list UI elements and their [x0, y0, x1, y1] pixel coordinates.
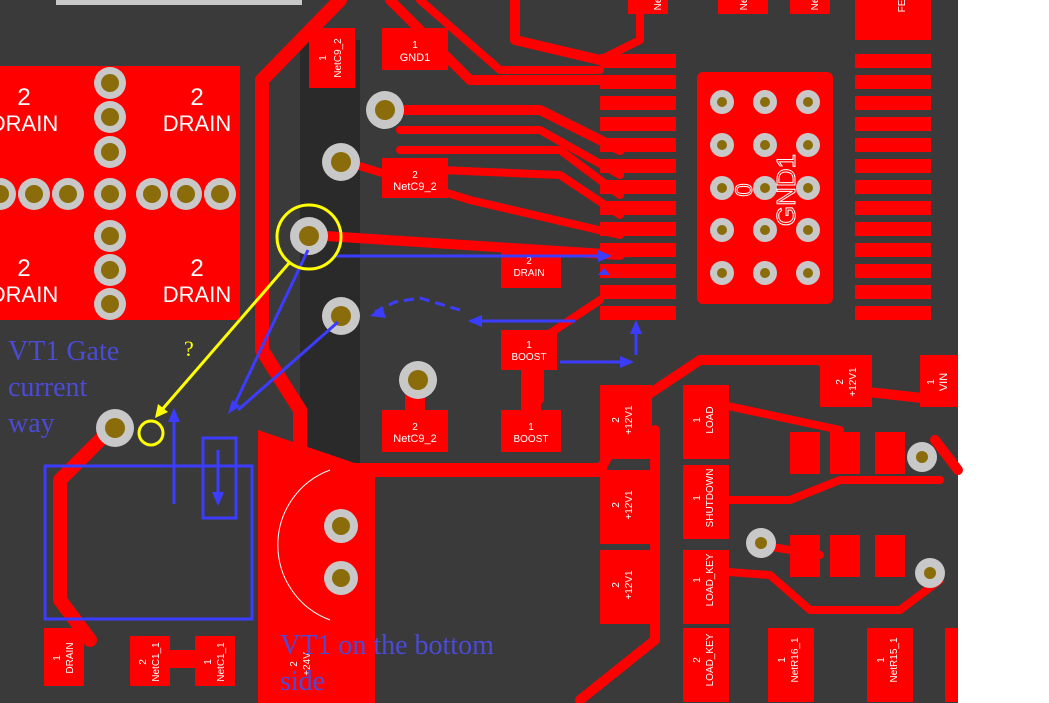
yellow-annotations	[137, 203, 343, 447]
blue-annotations	[43, 249, 638, 621]
top-ne-2: Ne	[739, 0, 750, 10]
drain-small-label: DRAIN	[513, 268, 544, 279]
v24-label: +24V	[302, 652, 313, 676]
loadkey2-label: LOAD_KEY	[705, 633, 716, 686]
top-ne-1: Ne	[653, 0, 664, 10]
gnd1-num: 1	[412, 40, 418, 51]
v12a-label: +12V1	[624, 405, 635, 435]
boost1-num: 1	[526, 340, 532, 351]
boost2-num: 1	[528, 422, 534, 433]
pcb-labels: 2 DRAIN 2 DRAIN 2 DRAIN 2 DRAIN 1 NetC9_…	[0, 0, 950, 686]
v24-num: 2	[289, 661, 300, 667]
annotation-text: VT1 Gate current way ? VT1 on the bottom…	[8, 336, 494, 697]
netc1a-num: 2	[138, 659, 149, 665]
gnd1-chip-label: GND1	[771, 154, 801, 226]
netc9-mid-label: NetC9_2	[393, 181, 436, 193]
drain-label-bl: DRAIN	[0, 282, 58, 307]
netr16-label: NetR16_1	[790, 637, 801, 682]
vt1-outline-box	[43, 464, 254, 621]
drain-label-tr: DRAIN	[163, 111, 231, 136]
netc9-mid-num: 2	[412, 170, 418, 181]
netc1-bridge	[170, 650, 195, 668]
drain-vias	[0, 67, 236, 320]
drain-label-num-tr: 2	[190, 84, 203, 111]
pour-24v	[258, 430, 375, 703]
drain-label-num-tl: 2	[17, 84, 30, 111]
question-mark: ?	[184, 336, 194, 361]
gate-note-line3: way	[8, 408, 55, 439]
single-vias	[96, 91, 945, 595]
top-fe: FE	[897, 0, 908, 12]
drain-bottom-num: 1	[52, 655, 63, 661]
ic-left-pins	[600, 54, 676, 320]
v12b-num: 2	[611, 502, 622, 508]
loadkey2-num: 2	[692, 657, 703, 663]
netc9-top-label: NetC9_2	[333, 38, 344, 78]
v12a-num: 2	[611, 417, 622, 423]
gnd1-chip-num: 0	[731, 183, 758, 196]
boost1-label: BOOST	[511, 352, 546, 363]
drain-label-num-br: 2	[190, 255, 203, 282]
drain-label-br: DRAIN	[163, 282, 231, 307]
shutdown-num: 1	[692, 495, 703, 501]
vt1-gate-box	[201, 436, 238, 520]
boost-bridge	[521, 368, 541, 413]
ic-right-pins	[855, 54, 931, 320]
gate-note-line1: VT1 Gate	[8, 336, 119, 367]
loadkey-label: LOAD_KEY	[705, 553, 716, 606]
gate-via-highlight	[275, 203, 343, 271]
netc1b-label: NetC1_1	[216, 642, 227, 682]
netc9-low-label: NetC9_2	[393, 433, 436, 445]
netr16-num: 1	[777, 657, 788, 663]
netr15-num: 1	[876, 657, 887, 663]
vin-num: 1	[926, 379, 937, 385]
drain-small-num: 2	[526, 256, 532, 267]
yellow-arrowhead	[155, 404, 168, 418]
gate-target-highlight	[137, 419, 165, 447]
load-num: 1	[692, 417, 703, 423]
drain-bottom-label: DRAIN	[65, 642, 76, 673]
shutdown-label: SHUTDOWN	[705, 469, 716, 528]
loadkey-num: 1	[692, 577, 703, 583]
v12d-label: +12V1	[848, 367, 859, 397]
v12c-num: 2	[611, 582, 622, 588]
netc9-top-num: 1	[318, 55, 329, 61]
netc1b-num: 1	[203, 659, 214, 665]
bottom-note-line1: VT1 on the bottom	[280, 630, 494, 661]
v12d-num: 2	[835, 379, 846, 385]
drain-label-tl: DRAIN	[0, 111, 58, 136]
gate-note-line2: current	[8, 372, 88, 403]
ic-ground-vias	[710, 90, 820, 285]
v12c-label: +12V1	[624, 570, 635, 600]
v12b-label: +12V1	[624, 490, 635, 520]
netr15-label: NetR15_1	[889, 637, 900, 682]
vin-label: VIN	[938, 373, 950, 391]
blue-arrowheads	[168, 250, 642, 506]
boost2-label: BOOST	[513, 434, 548, 445]
netc9-low-num: 2	[412, 422, 418, 433]
vt1-outline-arc	[277, 469, 331, 621]
drain-label-num-bl: 2	[17, 255, 30, 282]
bottom-note-line2: side	[280, 666, 325, 697]
top-ne-3: Ne	[810, 0, 821, 10]
smd-pads	[44, 0, 958, 702]
gnd1-label: GND1	[400, 52, 431, 64]
netc1a-label: NetC1_1	[151, 642, 162, 682]
top-left-panel	[56, 0, 302, 5]
load-label: LOAD	[705, 406, 716, 433]
